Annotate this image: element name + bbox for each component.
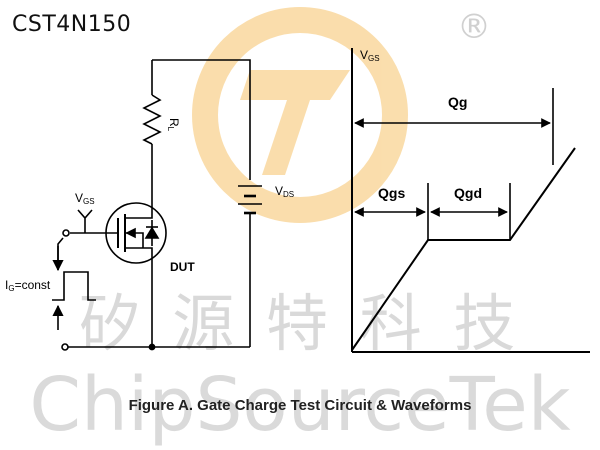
gate-terminal [62, 229, 70, 237]
watermark: ® 矽 源 特 科 技 ChipSourceTek [29, 7, 571, 448]
qgs-label: Qgs [378, 185, 405, 201]
rl-label: RL [166, 118, 181, 132]
figure-caption: Figure A. Gate Charge Test Circuit & Wav… [128, 397, 472, 414]
test-circuit [52, 59, 262, 351]
chipsourcetek-logo-icon [192, 7, 408, 223]
antenna-icon [77, 209, 93, 233]
dut-label: DUT [170, 260, 195, 274]
vgs-curve [351, 147, 576, 351]
ig-label: IG=const [5, 278, 51, 293]
watermark-english: ChipSourceTek [29, 362, 570, 448]
registered-mark: ® [457, 7, 491, 47]
diode-icon [144, 220, 160, 246]
pulse-icon [52, 271, 96, 301]
qgd-label: Qgd [454, 185, 482, 201]
watermark-chinese: 矽 源 特 科 技 [79, 287, 522, 360]
vgs-label: VGS [75, 191, 95, 206]
gate-charge-waveform [351, 48, 590, 353]
waveform-axis-label: VGS [360, 48, 380, 63]
ground-terminal [61, 343, 69, 351]
top-wire [152, 59, 251, 180]
qg-label: Qg [448, 94, 467, 110]
resistor-icon [142, 94, 162, 145]
part-number: CST4N150 [12, 12, 132, 37]
mosfet-icon [105, 195, 167, 268]
junction-dot [148, 343, 156, 351]
vds-label: VDS [275, 184, 294, 199]
